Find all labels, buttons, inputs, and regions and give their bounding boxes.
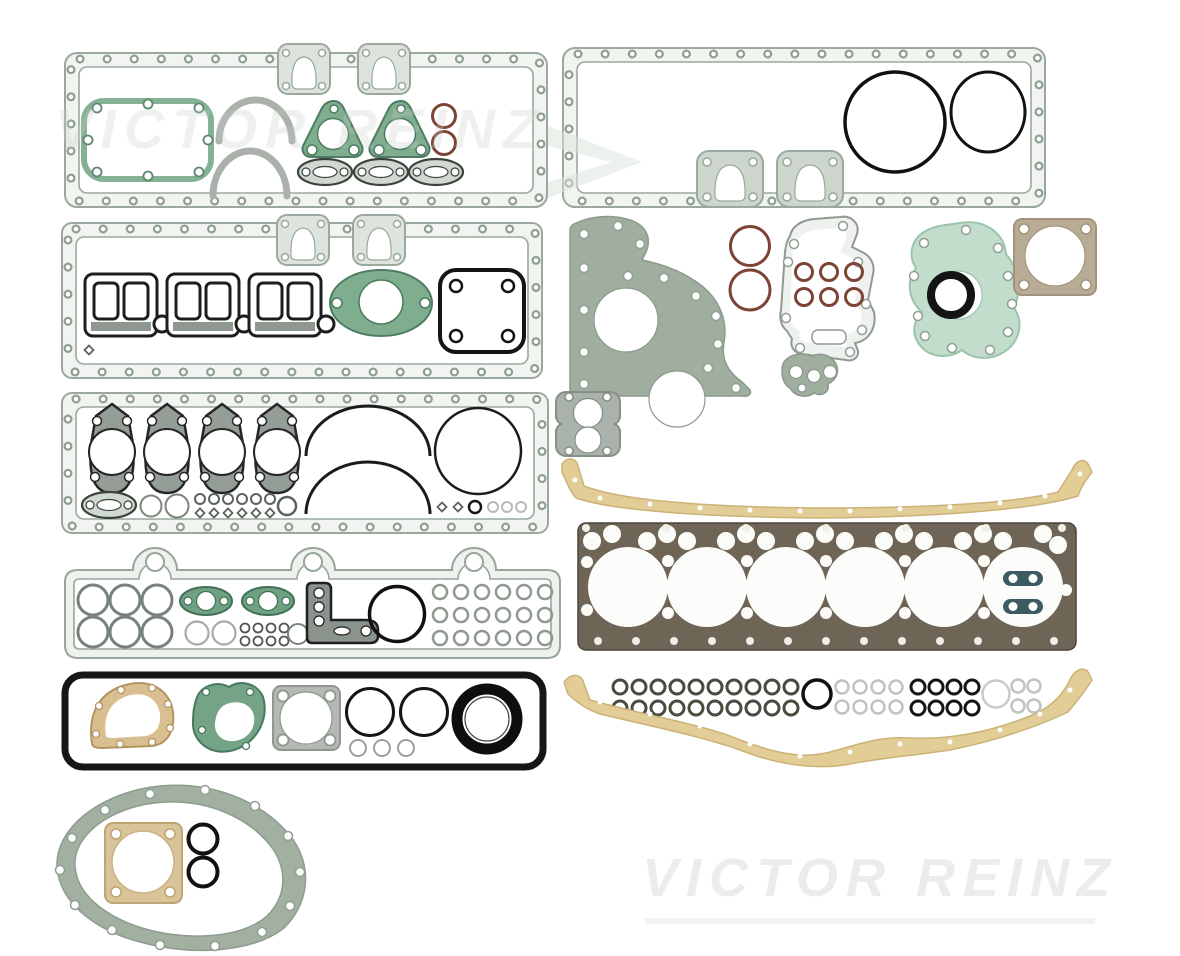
water-pump-gasket: [908, 221, 1021, 359]
l-shaped-gasket: [305, 581, 380, 645]
small-seals-row3: [80, 490, 527, 520]
oil-pan-rail-gasket-lower: [563, 668, 1093, 768]
cylinder-head-gasket: [577, 522, 1077, 651]
turbo-flange-gasket: [555, 391, 621, 457]
intake-manifold-gaskets: [83, 272, 336, 338]
flywheel-housing-gasket: [569, 215, 752, 428]
crank-thrust-half-rings: [304, 404, 432, 515]
small-rings-row4: [184, 620, 309, 647]
brand-chevron-watermark: [548, 126, 642, 198]
oring-field: [611, 678, 1042, 717]
green-oval-flange-gasket: [329, 269, 433, 337]
large-round-seal-ring: [433, 406, 523, 496]
gray-square-gasket: [272, 685, 341, 751]
watermark-underline: [645, 918, 1095, 924]
oil-cooler-cover-gasket: [779, 215, 876, 362]
large-black-oring: [801, 678, 833, 710]
cylinder-bores: [588, 547, 1063, 627]
watermark-text-top: VICTOR REINZ: [55, 97, 545, 160]
crankshaft-oil-seal: [451, 683, 523, 755]
round-seal-ring-row4: [367, 584, 427, 644]
green-side-cover-gasket: [81, 98, 214, 182]
watermark-text-bottom: VICTOR REINZ: [642, 848, 1118, 908]
light-oring-rows: [834, 679, 904, 715]
thin-seal-rings: [345, 687, 449, 757]
oil-pan-rail-gasket-upper: [561, 458, 1093, 519]
large-light-oring: [981, 679, 1011, 709]
small-cluster-gasket: [781, 353, 839, 397]
square-cover-gasket-black: [438, 268, 526, 354]
compressor-square-gasket: [1013, 218, 1097, 296]
tan-d-gasket: [90, 682, 175, 750]
rust-orings-row1: [431, 103, 457, 156]
half-moon-seals: [209, 96, 296, 200]
side-cover-gasket-top-right: [562, 47, 1046, 208]
black-oring-grid: [909, 678, 981, 717]
teal-double-eyelets: [1003, 571, 1043, 614]
rust-orings-row2: [728, 225, 772, 312]
push-rod-seals-grid-left: [76, 583, 174, 649]
tan-square-gasket: [104, 822, 183, 904]
light-oring-pairs: [1010, 678, 1042, 714]
black-orings-bottom-left: [186, 822, 220, 889]
brand-watermarks: VICTOR REINZ VICTOR REINZ: [55, 97, 1118, 924]
shaft-seal-black: [927, 271, 975, 319]
rust-oring-grid: [794, 262, 864, 307]
green-pump-cover-gasket: [191, 682, 266, 753]
timing-cover-gasket: [54, 784, 307, 952]
two-bolt-oval-gaskets-row1: [296, 157, 465, 187]
front-cover-seal-kit: [61, 671, 547, 771]
large-seal-rings: [843, 70, 1027, 174]
dark-oring-rows: [611, 678, 800, 717]
